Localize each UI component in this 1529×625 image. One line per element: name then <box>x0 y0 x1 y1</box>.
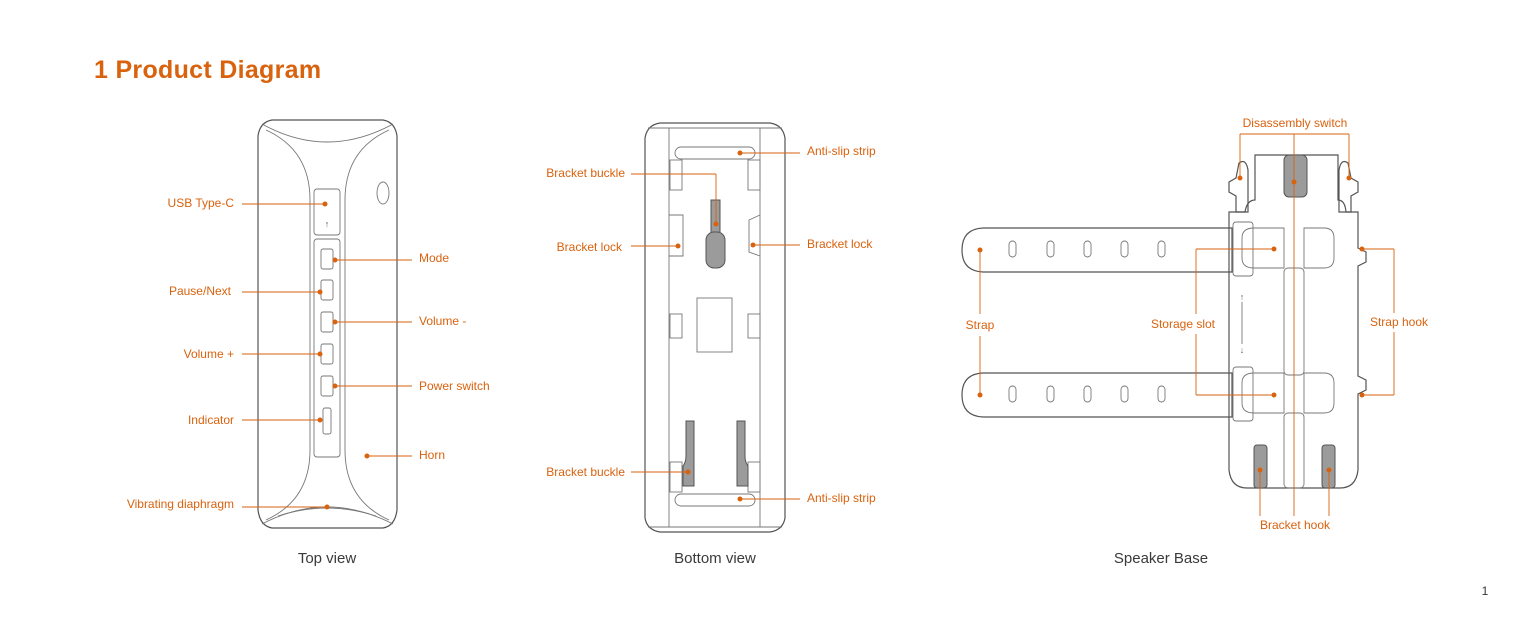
label-horn: Horn <box>419 448 445 462</box>
page-title: 1 Product Diagram <box>94 56 322 84</box>
speaker-base-callouts <box>977 133 1395 516</box>
label-disassembly-switch: Disassembly switch <box>1243 116 1348 130</box>
label-bracket-lock-left: Bracket lock <box>557 240 623 254</box>
label-pause-next: Pause/Next <box>169 284 232 298</box>
bottom-view-illustration <box>644 122 786 533</box>
label-storage-slot: Storage slot <box>1151 317 1216 331</box>
label-bracket-buckle-bottom: Bracket buckle <box>546 465 625 479</box>
label-volume-plus: Volume + <box>184 347 234 361</box>
label-bracket-buckle-top: Bracket buckle <box>546 166 625 180</box>
label-indicator: Indicator <box>188 413 234 427</box>
label-vibrating-diaphragm: Vibrating diaphragm <box>127 497 234 511</box>
caption-top-view: Top view <box>298 550 357 567</box>
label-usb-type-c: USB Type-C <box>168 196 235 210</box>
svg-text:↑: ↑ <box>325 219 330 229</box>
label-mode: Mode <box>419 251 449 265</box>
label-bracket-hook: Bracket hook <box>1260 518 1331 532</box>
top-view-callouts <box>242 201 412 510</box>
label-bracket-lock-right: Bracket lock <box>807 237 873 251</box>
speaker-base-illustration: ↑ ↓ <box>961 154 1367 489</box>
svg-text:↑: ↑ <box>1240 292 1245 302</box>
caption-bottom-view: Bottom view <box>674 550 756 567</box>
top-view-illustration: ↑ <box>257 119 398 529</box>
label-anti-slip-strip-bottom: Anti-slip strip <box>807 491 876 505</box>
svg-text:↓: ↓ <box>1240 345 1245 355</box>
label-strap: Strap <box>966 318 995 332</box>
label-volume-minus: Volume - <box>419 314 466 328</box>
label-anti-slip-strip-top: Anti-slip strip <box>807 144 876 158</box>
label-power-switch: Power switch <box>419 379 490 393</box>
page-number: 1 <box>1482 584 1489 598</box>
label-strap-hook: Strap hook <box>1370 315 1429 329</box>
bottom-view-callouts <box>631 150 800 502</box>
caption-speaker-base: Speaker Base <box>1114 550 1208 567</box>
